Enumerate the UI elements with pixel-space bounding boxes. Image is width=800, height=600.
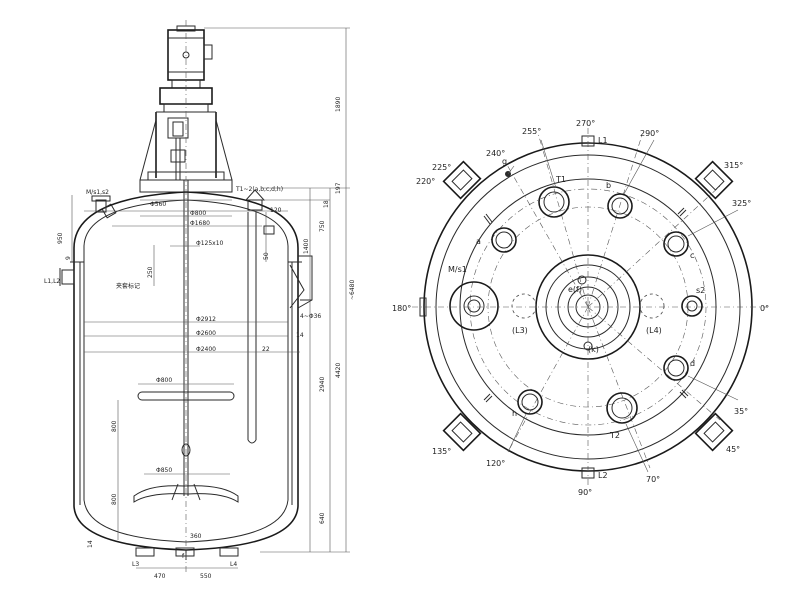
dim-6480: ~6480 <box>349 280 356 300</box>
dim-18: 18 <box>323 200 330 208</box>
radial-lines <box>505 132 721 469</box>
dim-250: 250 <box>147 266 154 278</box>
port-s2: s2 <box>696 286 705 295</box>
angle-325: 325° <box>732 199 751 208</box>
nozzle-h <box>517 389 543 415</box>
angle-225: 225° <box>432 163 451 172</box>
angle-90: 90° <box>578 488 592 497</box>
dim-360: 360 <box>190 533 202 540</box>
port-T1: T1 <box>555 175 566 184</box>
dim-d2912: Φ2912 <box>196 316 216 323</box>
dim-550: 550 <box>200 573 212 580</box>
nozzle-manhole <box>449 281 499 331</box>
label-l4: L4 <box>230 561 237 568</box>
port-ef: e(f) <box>568 285 582 294</box>
port-g: g <box>502 157 507 166</box>
angle-180: 180° <box>392 304 411 313</box>
angle-270: 270° <box>576 119 595 128</box>
port-Ms1: M/s1 <box>448 265 467 274</box>
port-d: d <box>690 359 695 368</box>
angle-135: 135° <box>432 447 451 456</box>
dim-470: 470 <box>154 573 166 580</box>
lugs <box>419 135 595 479</box>
nozzle-s2 <box>681 295 703 317</box>
top-nozzles <box>91 189 275 235</box>
angle-220: 220° <box>416 177 435 186</box>
dim-1890: 1890 <box>335 97 342 112</box>
label-jacket-note: 夹套标记 <box>116 282 140 290</box>
port-L4: (L4) <box>646 326 662 335</box>
side-parts <box>59 255 313 309</box>
dim-14b: 14 <box>87 540 94 548</box>
nozzle-T1 <box>538 186 570 218</box>
angle-0: 0° <box>760 304 769 313</box>
dim-4d36: 4~Φ36 <box>300 313 321 320</box>
port-b: b <box>606 181 611 190</box>
bolt-ticks <box>483 207 689 403</box>
nozzle-a <box>491 227 517 253</box>
port-L2: L2 <box>598 471 608 480</box>
angle-290: 290° <box>640 129 659 138</box>
angle-255: 255° <box>522 127 541 136</box>
dip-tube <box>247 212 257 444</box>
dim-197: 197 <box>335 182 342 194</box>
nozzle-c <box>663 231 689 257</box>
dim-1400: 1400 <box>303 239 310 254</box>
angle-labels: 270° 255° 290° 240° 225° 220° 315° 325° … <box>392 119 769 497</box>
dim-800: 800 <box>111 420 118 432</box>
dim-d560: Φ560 <box>150 201 166 208</box>
dim-d125: Φ125x10 <box>196 240 224 247</box>
nozzle-d <box>663 355 689 381</box>
leader-lines <box>507 139 739 473</box>
nozzle-L3 <box>511 293 537 319</box>
dim-d800b: Φ800 <box>156 377 172 384</box>
label-port-ms: M/s1,s2 <box>86 189 109 196</box>
side-view-labels: M/s1,s2 T1~2(a,b,c,d,h) L1,L2 L3 L4 f 夹套… <box>44 97 356 580</box>
brackets <box>442 160 734 452</box>
port-T2: T2 <box>609 431 620 440</box>
dim-22: 22 <box>262 346 270 353</box>
angle-240: 240° <box>486 149 505 158</box>
nozzle-L4 <box>639 293 665 319</box>
port-L1: L1 <box>598 136 608 145</box>
nozzle-T2 <box>606 392 638 424</box>
dim-d1680: Φ1680 <box>190 220 210 227</box>
angle-45: 45° <box>726 445 740 454</box>
label-l3: L3 <box>132 561 139 568</box>
dim-d2600: Φ2600 <box>196 330 216 337</box>
nozzles <box>449 171 703 424</box>
port-h: h <box>512 409 517 418</box>
angle-315: 315° <box>724 161 743 170</box>
agitator-shaft <box>133 180 239 503</box>
dim-50: 50 <box>263 252 270 260</box>
dim-d850: Φ850 <box>156 467 172 474</box>
port-labels: L1 L2 T1 T2 a b c d h g M/s1 s2 e(f) (k)… <box>448 136 705 480</box>
dimension-lines <box>71 20 350 575</box>
dim-750: 750 <box>319 220 326 232</box>
dim-14: 14 <box>296 332 304 339</box>
dim-120: 120 <box>270 207 282 214</box>
dim-9: 9 <box>65 256 72 260</box>
port-c: c <box>690 251 694 260</box>
nozzle-b <box>607 193 633 219</box>
side-view: M/s1,s2 T1~2(a,b,c,d,h) L1,L2 L3 L4 f 夹套… <box>44 20 356 580</box>
dim-950: 950 <box>57 232 64 244</box>
label-top: T1~2(a,b,c,d,h) <box>235 186 283 193</box>
angle-120: 120° <box>486 459 505 468</box>
dim-d2400: Φ2400 <box>196 346 216 353</box>
label-f: f <box>182 553 185 560</box>
dim-2940: 2940 <box>319 377 326 392</box>
label-l1l2: L1,L2 <box>44 278 60 285</box>
angle-35: 35° <box>734 407 748 416</box>
angle-70: 70° <box>646 475 660 484</box>
dim-d800: Φ800 <box>190 210 206 217</box>
dim-640: 640 <box>319 512 326 524</box>
port-a: a <box>476 237 481 246</box>
port-k: (k) <box>588 345 599 354</box>
top-view: 270° 255° 290° 240° 225° 220° 315° 325° … <box>392 119 769 497</box>
dim-4420: 4420 <box>335 363 342 378</box>
dim-800b: 800 <box>111 493 118 505</box>
port-L3: (L3) <box>512 326 528 335</box>
